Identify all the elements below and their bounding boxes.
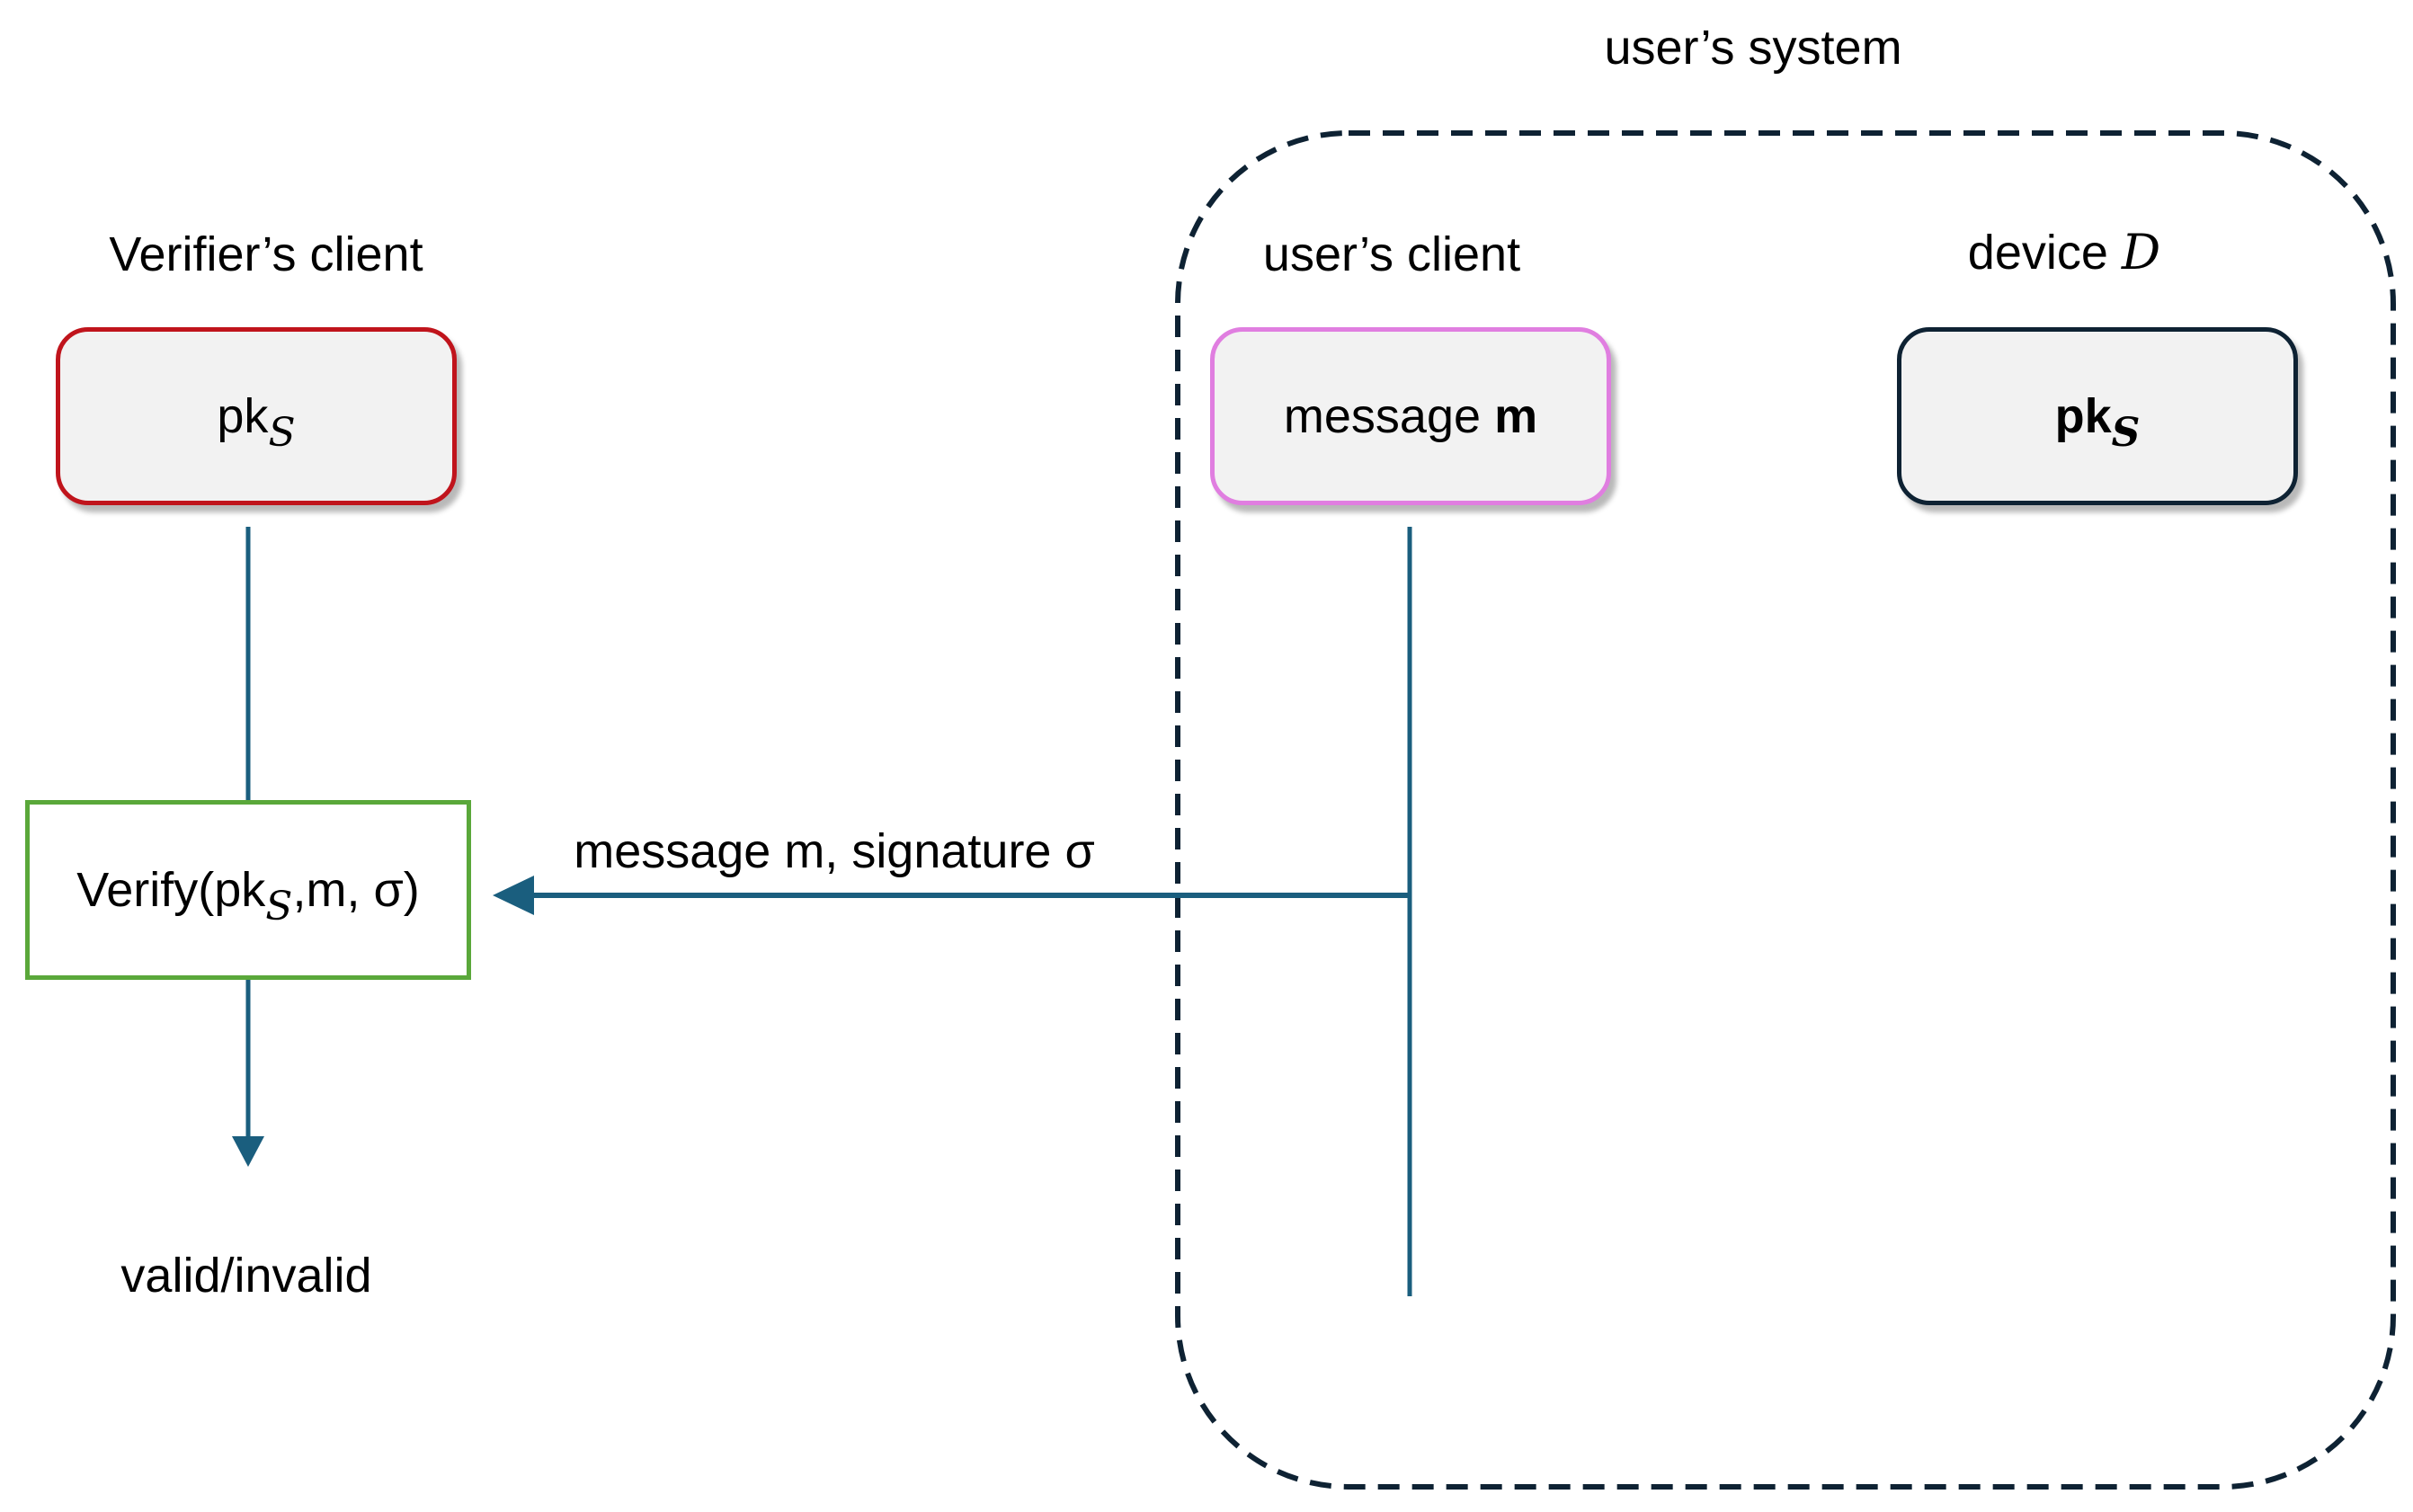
verify-suffix: ,m, σ) (292, 863, 420, 917)
message-arrowhead (493, 876, 534, 915)
verifier-key-main: pk (217, 389, 269, 443)
verify-subscript: S (265, 883, 293, 929)
verifier-client-title: Verifier’s client (109, 227, 423, 281)
user-client-title: user’s client (1262, 227, 1521, 281)
device-title: device D (1967, 226, 2160, 280)
verifier-key-subscript: S (268, 409, 296, 456)
device-key-main: pk (2054, 389, 2112, 443)
message-arrow-label: message m, signature σ (574, 824, 1095, 878)
device-title-text: device (1967, 226, 2108, 280)
users-system-title: user’s system (1604, 21, 1902, 75)
device-symbol: D (2121, 224, 2161, 280)
message-box-var: m (1494, 389, 1538, 443)
message-box-text: message (1283, 389, 1482, 443)
users-system-boundary (1175, 130, 2396, 1490)
verify-result-label: valid/invalid (120, 1249, 372, 1303)
message-box: message m (1210, 327, 1611, 505)
verify-output-arrowhead (232, 1136, 264, 1167)
device-key-subscript: S (2111, 409, 2141, 456)
verify-prefix: Verify(pk (76, 863, 266, 917)
